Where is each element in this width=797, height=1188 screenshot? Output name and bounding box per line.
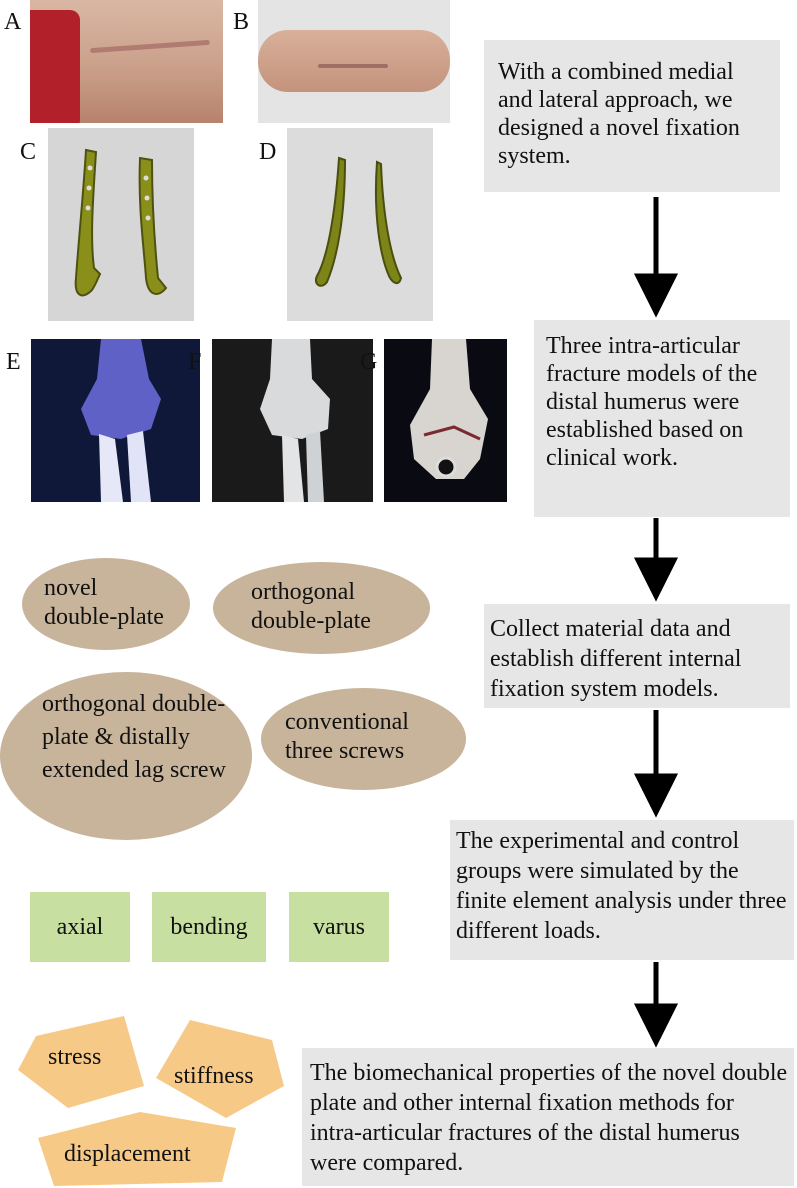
arrow-2-head-icon: [633, 557, 679, 602]
photo-plates-front: [48, 128, 194, 321]
flow-step-2: Three intra-articular fracture models of…: [534, 320, 790, 517]
fracture-g-drawing: [410, 339, 488, 479]
flow-step-3-text: Collect material data and establish diff…: [490, 616, 742, 702]
panel-label-b: B: [233, 9, 250, 35]
plates-front-drawing: [74, 148, 168, 297]
fracture-f-drawing: [260, 339, 330, 502]
arrow-4-head-icon: [633, 1003, 679, 1048]
load-bending: bending: [152, 892, 266, 962]
panel-label-e: E: [6, 349, 21, 375]
method-orthogonal-lag-screw: orthogonal double-plate & distally exten…: [0, 672, 252, 840]
photo-plates-side: [287, 128, 433, 321]
outcome-displacement-text: displacement: [64, 1141, 191, 1167]
flow-step-1-text: With a combined medial and lateral appro…: [498, 59, 740, 169]
arrow-1-head-icon: [633, 273, 679, 318]
photo-fracture-model-e: [31, 339, 200, 502]
outcome-stiffness-text: stiffness: [174, 1063, 254, 1089]
method-orthogonal-double-plate-text: orthogonal double-plate: [251, 579, 371, 634]
method-conventional-three-screws: conventional three screws: [261, 688, 466, 790]
flow-step-3: Collect material data and establish diff…: [484, 604, 790, 708]
photo-arm-lateral: [258, 0, 450, 123]
flow-step-5-text: The biomechanical properties of the nove…: [310, 1060, 788, 1176]
panel-label-g: G: [360, 349, 378, 375]
flow-step-2-text: Three intra-articular fracture models of…: [546, 333, 758, 471]
photo-arm-medial: [30, 0, 223, 123]
flow-step-5: The biomechanical properties of the nove…: [302, 1048, 794, 1186]
outcome-stress-text: stress: [48, 1044, 102, 1070]
method-novel-double-plate-text: novel double-plate: [44, 575, 164, 630]
panel-label-f: F: [188, 349, 202, 375]
panel-label-d: D: [259, 139, 277, 165]
panel-label-c: C: [20, 139, 37, 165]
photo-fracture-model-g: [384, 339, 507, 502]
load-axial: axial: [30, 892, 130, 962]
method-orthogonal-double-plate: orthogonal double-plate: [213, 562, 430, 654]
load-bending-text: bending: [170, 913, 248, 940]
photo-fracture-model-f: [212, 339, 373, 502]
load-axial-text: axial: [56, 913, 104, 940]
arrow-3-head-icon: [633, 773, 679, 818]
method-orthogonal-lag-screw-text: orthogonal double-plate & distally exten…: [42, 691, 226, 783]
load-varus: varus: [289, 892, 389, 962]
fracture-e-drawing: [81, 339, 161, 502]
method-novel-double-plate: novel double-plate: [22, 558, 190, 650]
panel-label-a: A: [4, 9, 22, 35]
flow-step-4-text: The experimental and control groups were…: [456, 828, 787, 944]
flow-step-1: With a combined medial and lateral appro…: [484, 40, 780, 192]
flow-step-4: The experimental and control groups were…: [450, 820, 794, 960]
method-conventional-three-screws-text: conventional three screws: [285, 709, 409, 764]
plates-side-drawing: [315, 156, 403, 287]
load-varus-text: varus: [313, 913, 365, 940]
